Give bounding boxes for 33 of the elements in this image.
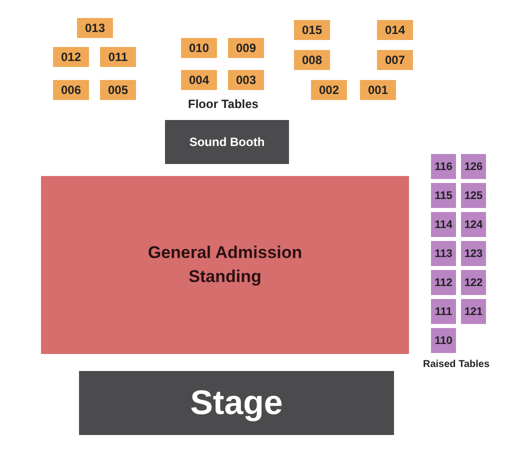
floor-table: 003	[228, 70, 264, 90]
floor-table: 008	[294, 50, 330, 70]
floor-table: 009	[228, 38, 264, 58]
raised-table: 124	[461, 212, 486, 237]
raised-table: 122	[461, 270, 486, 295]
floor-table: 006	[53, 80, 89, 100]
raised-table: 110	[431, 328, 456, 353]
floor-table: 010	[181, 38, 217, 58]
floor-table: 005	[100, 80, 136, 100]
floor-table: 015	[294, 20, 330, 40]
raised-table: 116	[431, 154, 456, 179]
floor-table: 002	[311, 80, 347, 100]
standing-area: General Admission Standing	[41, 176, 409, 354]
raised-table: 121	[461, 299, 486, 324]
raised-table: 113	[431, 241, 456, 266]
raised-table: 114	[431, 212, 456, 237]
raised-table: 123	[461, 241, 486, 266]
raised-table: 126	[461, 154, 486, 179]
raised-table: 115	[431, 183, 456, 208]
raised-table: 111	[431, 299, 456, 324]
floor-table: 012	[53, 47, 89, 67]
floor-table: 007	[377, 50, 413, 70]
floor-table: 001	[360, 80, 396, 100]
section-label: Raised Tables	[423, 359, 490, 370]
raised-table: 112	[431, 270, 456, 295]
floor-table: 004	[181, 70, 217, 90]
floor-table: 014	[377, 20, 413, 40]
floor-table: 013	[77, 18, 113, 38]
floor-table: 011	[100, 47, 136, 67]
raised-table: 125	[461, 183, 486, 208]
sound-booth-area: Sound Booth	[165, 120, 289, 164]
section-label: Floor Tables	[188, 97, 258, 111]
stage-area: Stage	[79, 371, 394, 435]
